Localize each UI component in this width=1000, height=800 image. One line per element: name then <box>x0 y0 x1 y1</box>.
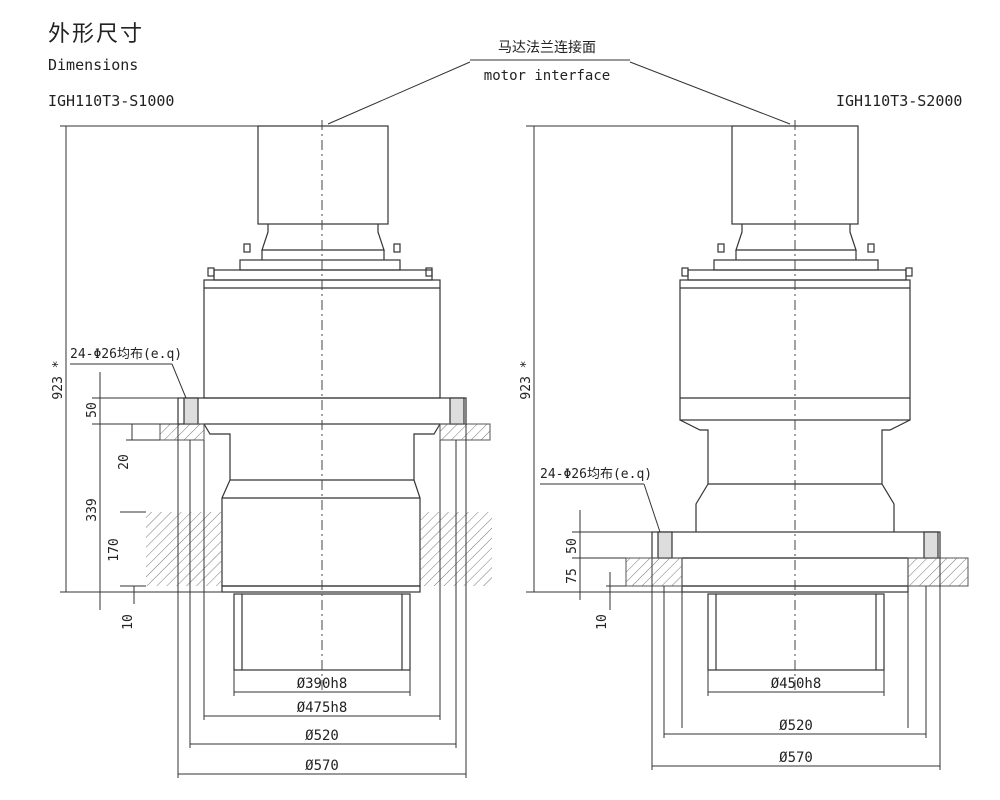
callout-english: motor interface <box>484 68 610 84</box>
left-dia-520: Ø520 <box>305 728 339 744</box>
left-hole-note: 24-Φ26均布(e.q) <box>70 347 182 362</box>
left-dim-10: 10 <box>121 614 136 630</box>
right-dia-450: Ø450h8 <box>771 676 822 692</box>
left-dia-475: Ø475h8 <box>297 700 348 716</box>
left-dim-339: 339 <box>85 498 100 521</box>
left-dim-50: 50 <box>85 402 100 418</box>
right-dim-overall: 923 * <box>519 360 534 399</box>
right-assembly <box>651 125 941 671</box>
model-label-left: IGH110T3-S1000 <box>48 92 175 110</box>
right-diameter-dims <box>651 558 941 770</box>
right-vertical-dims <box>526 125 732 610</box>
right-dim-10: 10 <box>595 614 610 630</box>
right-hole-note: 24-Φ26均布(e.q) <box>540 467 652 482</box>
right-dim-50: 50 <box>565 538 580 554</box>
right-dim-75: 75 <box>565 568 580 584</box>
right-dia-570: Ø570 <box>779 750 813 766</box>
title-chinese: 外形尺寸 <box>48 22 145 47</box>
right-dia-520: Ø520 <box>779 718 813 734</box>
left-dia-390: Ø390h8 <box>297 676 348 692</box>
left-diameter-dims <box>177 424 467 778</box>
left-dim-overall: 923 * <box>51 360 66 399</box>
left-dim-170: 170 <box>107 538 122 561</box>
title-english: Dimensions <box>48 56 139 74</box>
callout-chinese: 马达法兰连接面 <box>498 39 596 56</box>
right-mounting-hatch <box>625 557 969 587</box>
motor-interface-callout: 马达法兰连接面 motor interface <box>327 39 791 125</box>
left-vertical-dims <box>60 125 258 610</box>
left-dia-570: Ø570 <box>305 758 339 774</box>
left-assembly <box>177 125 467 671</box>
left-dim-20: 20 <box>117 454 132 470</box>
model-label-right: IGH110T3-S2000 <box>836 92 963 110</box>
